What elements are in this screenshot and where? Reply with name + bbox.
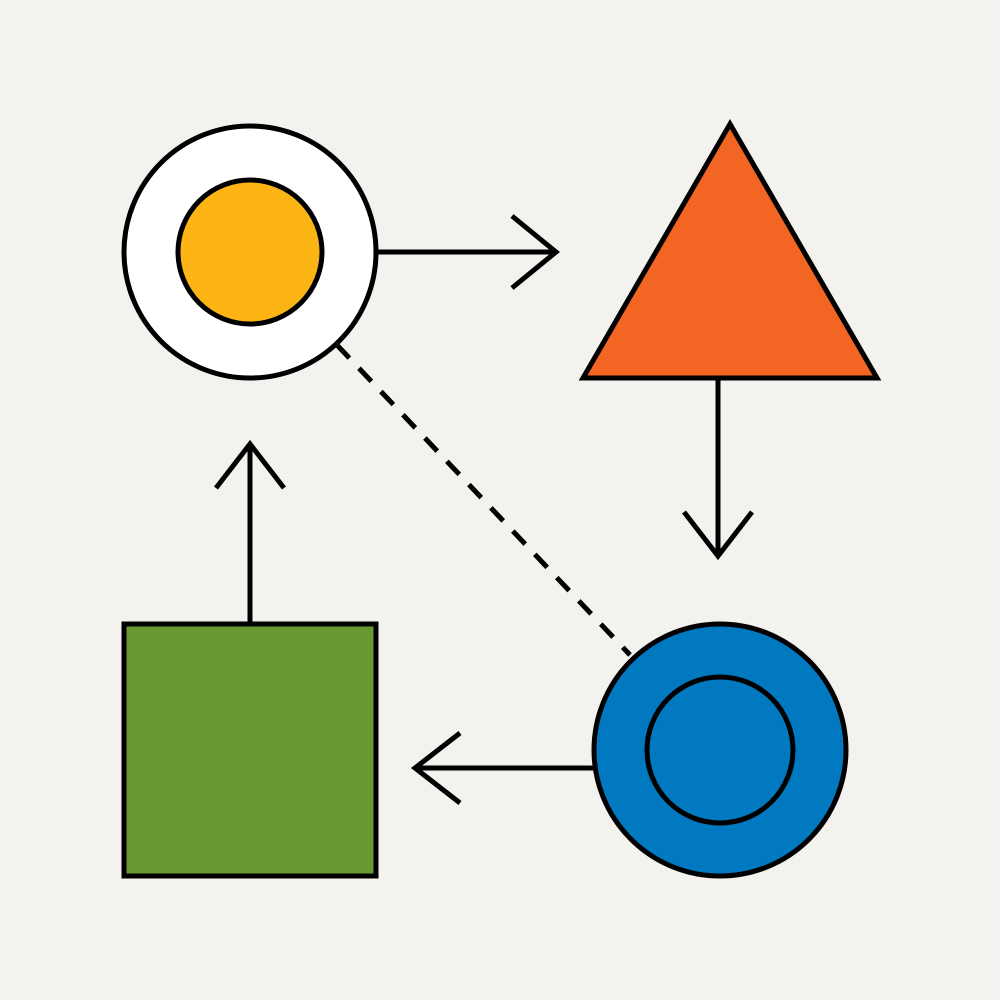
arrow-up-head	[214, 439, 286, 490]
blue-target-node	[591, 621, 849, 879]
yellow-target-inner-circle	[175, 177, 325, 327]
arrow-yellow-to-triangle	[377, 214, 560, 290]
arrow-left-head	[410, 731, 462, 805]
green-square-node	[121, 621, 379, 879]
blue-target-inner-circle	[644, 674, 796, 826]
dashed-connector-yellow-to-blue	[335, 343, 632, 657]
arrow-down-head	[682, 510, 754, 561]
arrow-square-to-yellow	[214, 439, 286, 624]
arrow-triangle-to-blue	[682, 377, 754, 561]
yellow-target-node	[121, 123, 379, 381]
arrow-right-head	[510, 214, 560, 290]
orange-triangle-node	[578, 119, 882, 381]
arrow-blue-to-square	[410, 731, 594, 805]
